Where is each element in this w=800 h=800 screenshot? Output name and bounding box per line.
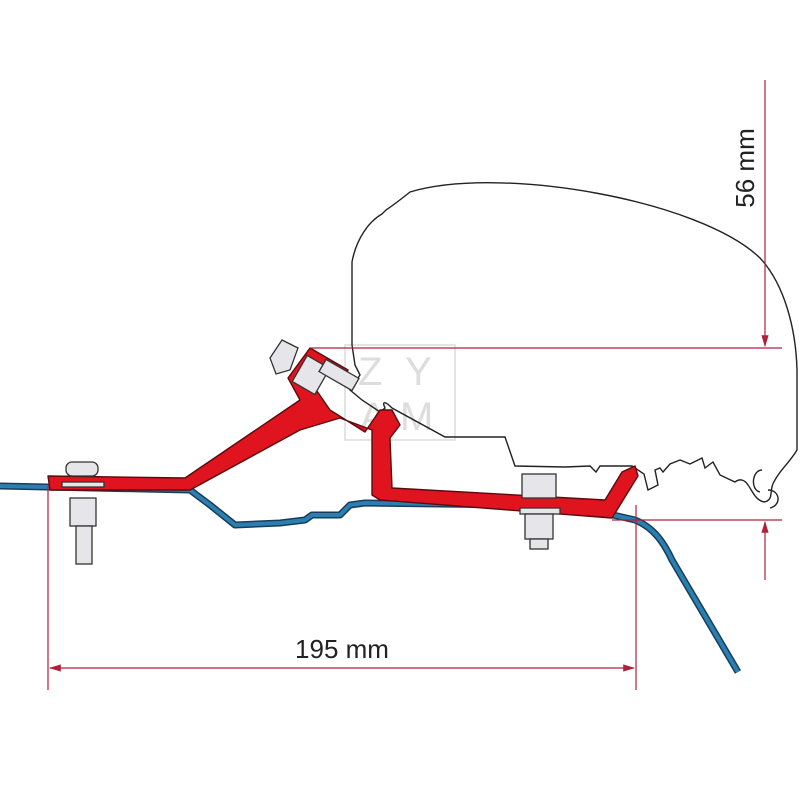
awning-profile-outline (349, 182, 798, 503)
left-mounting-bolt (61, 461, 105, 565)
right-mounting-bolt (519, 473, 561, 550)
awning-rail-detail (752, 469, 779, 509)
adapter-bracket (47, 347, 639, 519)
dimension-lines (47, 80, 782, 690)
svg-text:Y: Y (405, 350, 432, 394)
width-dimension-label: 195 mm (295, 634, 389, 664)
svg-text:Z: Z (358, 350, 382, 394)
svg-text:M: M (400, 395, 433, 439)
vehicle-roof-fill (0, 484, 740, 674)
clamp-bolt (269, 339, 360, 396)
height-dimension-label: 56 mm (730, 128, 760, 207)
